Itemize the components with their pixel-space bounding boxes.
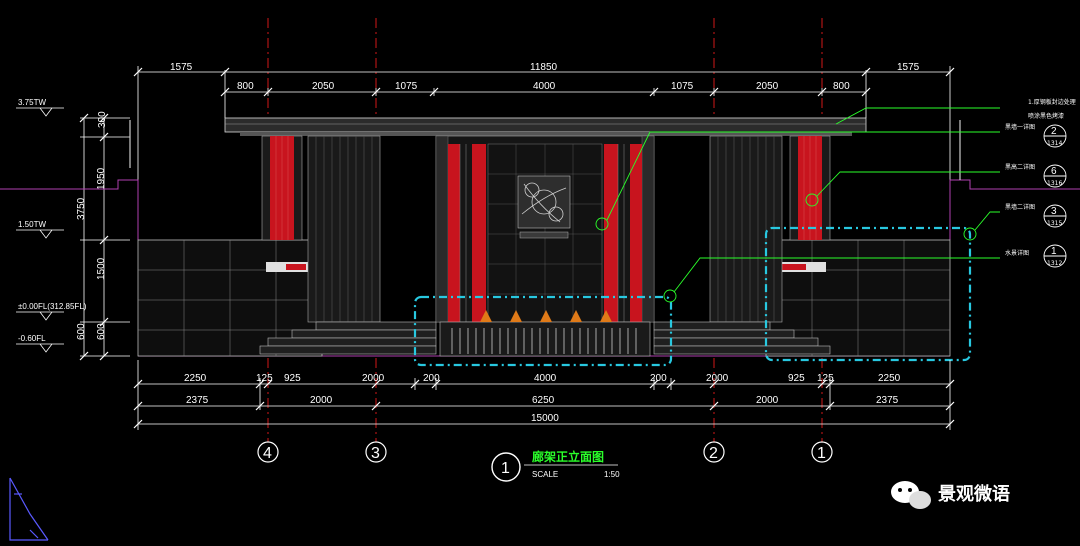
dim-top-seg-3: 1075 (395, 81, 418, 92)
dim-bot2-2000b: 2000 (756, 395, 779, 406)
callout-leaders (595, 107, 1000, 303)
callout-2-note: 黑墙一详图 (1005, 123, 1035, 131)
dim-bot1-200a: 200 (423, 373, 440, 384)
dim-left-1950: 1950 (96, 167, 107, 190)
dim-top-seg-1: 800 (237, 81, 254, 92)
axis-label-1: 1 (817, 445, 826, 462)
title-number: 1 (501, 460, 510, 477)
callout-3-number: 3 (1051, 206, 1057, 217)
callout-bubbles (1043, 124, 1067, 268)
left-vertical-ticks (79, 113, 109, 361)
callout-3-note: 黑墙二详图 (1005, 203, 1035, 211)
canopy (224, 117, 867, 136)
dim-top-seg-4: 4000 (533, 81, 556, 92)
dim-bot2-2000a: 2000 (310, 395, 333, 406)
column-outer-right (789, 135, 831, 241)
dim-top-left: 1575 (170, 62, 193, 73)
scale-value: 1:50 (604, 470, 620, 479)
dim-bot2-2375a: 2375 (186, 395, 209, 406)
wall-left (137, 239, 323, 357)
axis-bubbles (257, 441, 833, 463)
level-000fl: ±0.00FL(312.85FL) (18, 302, 87, 311)
dim-left-1500: 1500 (96, 257, 107, 280)
watermark-text: 景观微语 (938, 483, 1010, 505)
callout-6-note: 黑高二详图 (1005, 163, 1035, 171)
callout-2-ref: 1314 (1047, 140, 1062, 147)
callout-1-ref: 1312 (1047, 260, 1062, 267)
left-vertical-dims (80, 117, 130, 357)
top-note-1: 1.厚钢板封边处理 (1028, 98, 1076, 106)
level-060fl: -0.60FL (18, 334, 46, 343)
dim-top-right: 1575 (897, 62, 920, 73)
ucs-icon (9, 477, 49, 541)
dim-bot1-4000: 4000 (534, 373, 557, 384)
central-feature-wall (435, 135, 655, 323)
scale-label: SCALE (532, 470, 558, 479)
column-dark-left (307, 135, 381, 323)
column-outer-left (261, 135, 303, 241)
dim-bot1-2000a: 2000 (362, 373, 385, 384)
dim-left-600: 600 (96, 323, 107, 340)
dim-top-seg-5: 1075 (671, 81, 694, 92)
dim-bot1-125b: 125 (817, 373, 834, 384)
dim-left-3750: 3750 (76, 197, 87, 220)
level-markers (16, 107, 64, 353)
dim-bot1-2000b: 2000 (706, 373, 729, 384)
axis-label-2: 2 (709, 445, 718, 462)
bottom-dimensions (137, 360, 951, 430)
level-375tw: 3.75TW (18, 98, 46, 107)
axis-label-4: 4 (263, 445, 272, 462)
callout-1-note: 水景详图 (1005, 249, 1029, 257)
level-150tw: 1.50TW (18, 220, 46, 229)
top-dim-ticks (133, 67, 955, 97)
axis-label-3: 3 (371, 445, 380, 462)
dim-bot1-200b: 200 (650, 373, 667, 384)
dim-bot1-125a: 125 (256, 373, 273, 384)
dim-left-300: 300 (97, 111, 108, 128)
water-feature (439, 310, 651, 357)
top-dimensions (137, 66, 951, 240)
dim-top-seg-7: 800 (833, 81, 850, 92)
steps (259, 321, 831, 355)
dim-top-seg-6: 2050 (756, 81, 779, 92)
dim-top-overall: 11850 (530, 62, 558, 73)
callout-3-ref: 1315 (1047, 220, 1062, 227)
wall-right (765, 239, 951, 357)
dim-bot2-6250: 6250 (532, 395, 555, 406)
dim-top-seg-2: 2050 (312, 81, 335, 92)
title-block (491, 452, 618, 482)
callout-6-ref: 1316 (1047, 180, 1062, 187)
bottom-dim-ticks (133, 379, 955, 429)
dim-bot1-2250b: 2250 (878, 373, 901, 384)
callout-6-number: 6 (1051, 166, 1057, 177)
highlight-boxes (413, 226, 972, 367)
dim-bot1-2250a: 2250 (184, 373, 207, 384)
column-dark-right (709, 135, 783, 323)
dim-bot1-925a: 925 (284, 373, 301, 384)
drawing-title: 廊架正立面图 (532, 449, 604, 464)
dim-bot1-925b: 925 (788, 373, 805, 384)
callout-1-number: 1 (1051, 246, 1057, 257)
dim-bot2-2375b: 2375 (876, 395, 899, 406)
top-note-2: 喷涂黑色烤漆 (1028, 112, 1064, 120)
dim-left-600b: 600 (76, 323, 87, 340)
wechat-icon (891, 481, 931, 509)
dim-bottom-total: 15000 (531, 413, 559, 424)
light-posts (129, 120, 961, 180)
callout-2-number: 2 (1051, 126, 1057, 137)
